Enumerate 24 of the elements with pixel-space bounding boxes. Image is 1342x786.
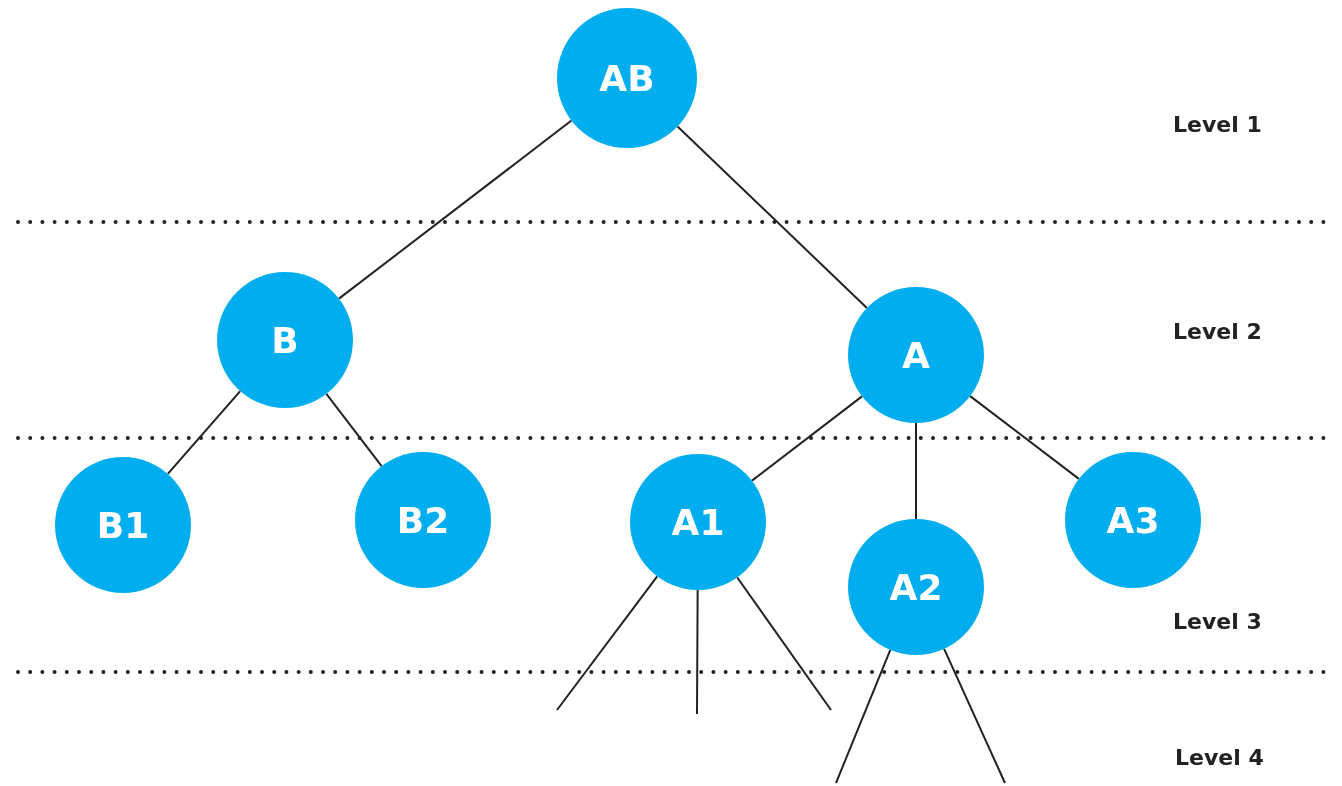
connector-line — [736, 576, 832, 711]
connector-line — [696, 589, 699, 715]
connector-line — [166, 390, 242, 475]
connector-line — [835, 648, 892, 784]
connector-line — [751, 395, 863, 482]
tree-node-circle: B1 — [55, 457, 191, 593]
connector-line — [556, 575, 659, 711]
connector-line — [969, 395, 1080, 480]
tree-node-circle: B2 — [355, 452, 491, 588]
tree-node-circle: A2 — [848, 519, 984, 655]
tree-node-circle: A1 — [630, 454, 766, 590]
tree-node-circle: AB — [557, 8, 697, 148]
tree-node-circle: A3 — [1065, 452, 1201, 588]
tree-node-circle: A — [848, 287, 984, 423]
level-label: Level 3 — [1173, 609, 1262, 634]
connector-line — [325, 392, 383, 468]
connector-line — [676, 125, 868, 309]
level-label: Level 4 — [1175, 745, 1264, 770]
connector-line — [338, 119, 573, 300]
level-label: Level 2 — [1173, 319, 1262, 344]
connector-line — [943, 647, 1006, 784]
connector-line — [915, 422, 917, 520]
level-label: Level 1 — [1173, 112, 1262, 137]
tree-node-circle: B — [217, 272, 353, 408]
